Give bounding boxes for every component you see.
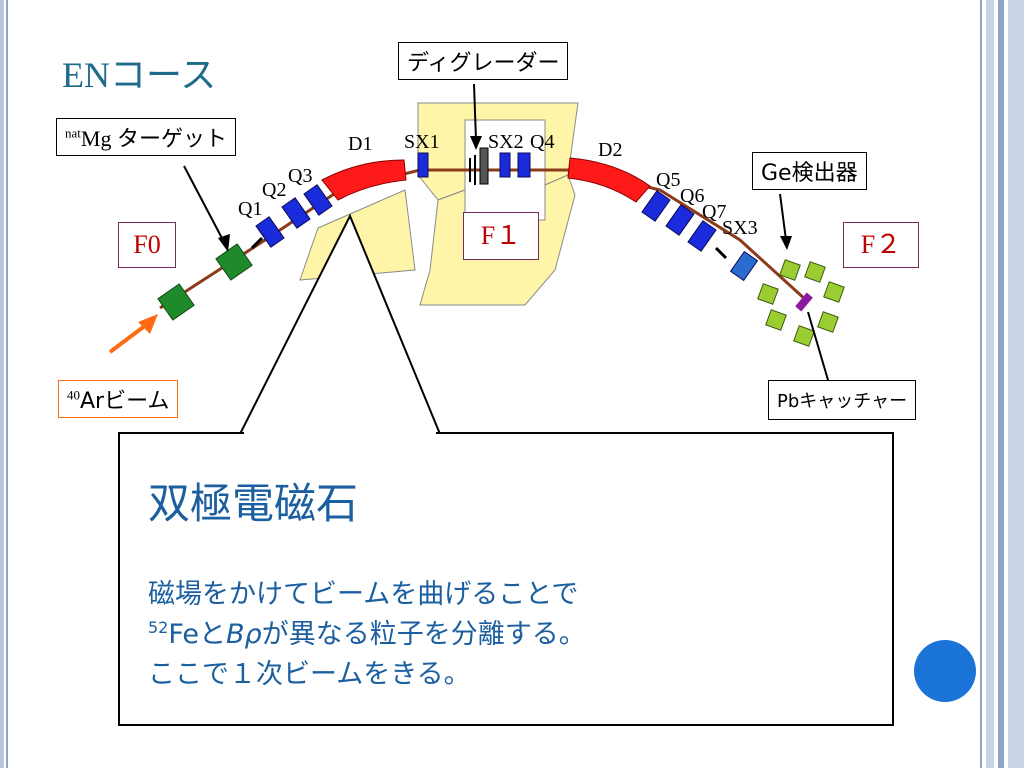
sx2-magnet: [499, 152, 511, 178]
degrader-element: [479, 147, 489, 185]
focal-plane-f0: F0: [118, 222, 176, 268]
q5-label: Q5: [656, 169, 680, 191]
q6-magnet: [665, 204, 695, 236]
catcher-pointer: [807, 311, 829, 381]
q7-magnet: [687, 220, 717, 252]
callout-title: 双極電磁石: [148, 479, 359, 528]
q6-label: Q6: [680, 185, 704, 207]
sx3-label: SX3: [722, 217, 758, 239]
callout-line-2-part-c: が異なる粒子を分離する。: [261, 619, 586, 650]
focal-plane-f2: F２: [843, 222, 919, 268]
degrader-pointer: [473, 83, 477, 141]
d1-label: D1: [348, 133, 372, 155]
ge-pointer: [779, 193, 787, 241]
callout-line-2-part-a: Feと: [168, 619, 227, 650]
q7-label: Q7: [702, 201, 726, 223]
d1-dipole: [321, 159, 407, 201]
q1-magnet: [255, 216, 285, 248]
sx1-magnet: [417, 152, 429, 178]
q2-label: Q2: [262, 179, 286, 201]
q2-magnet: [281, 197, 311, 229]
d2-label: D2: [598, 139, 622, 161]
target-label: natMg ターゲット: [56, 118, 236, 156]
q5-magnet: [641, 190, 671, 222]
target-upstream-block: [157, 283, 195, 321]
target-block: [215, 243, 253, 281]
d2-dipole: [567, 157, 651, 203]
callout-line-3: ここで１次ビームをきる。: [148, 659, 471, 690]
callout-line-2-brho: Bρ: [226, 619, 262, 650]
target-pointer: [183, 165, 225, 243]
pb-catcher: [795, 292, 813, 312]
q4-magnet: [517, 152, 531, 178]
callout-pointer-joint: [244, 430, 436, 436]
q3-label: Q3: [288, 165, 312, 187]
beam-arrow-head: [138, 314, 158, 334]
accent-circle: [914, 640, 976, 702]
q4-label: Q4: [530, 131, 554, 153]
right-border-decoration: [980, 0, 1024, 768]
ge-detector-array: [757, 259, 845, 347]
callout-line-2-superscript: 52: [148, 618, 169, 637]
sx2-label: SX2: [488, 131, 524, 153]
sx3-magnet: [729, 250, 759, 282]
ge-detector-label: Ge検出器: [752, 152, 867, 190]
q3-magnet: [303, 184, 333, 216]
beam-label: 40Arビーム: [58, 380, 179, 418]
callout-line-2: 52FeとBρが異なる粒子を分離する。: [148, 612, 586, 651]
target-label-superscript: nat: [65, 125, 81, 141]
q1-label: Q1: [238, 198, 262, 220]
pb-catcher-label: Pbキャッチャー: [768, 380, 917, 420]
callout-line-1: 磁場をかけてビームを曲げることで: [148, 579, 579, 610]
target-label-text: Mg ターゲット: [80, 126, 227, 151]
slide-title: ENコース: [62, 55, 217, 95]
sx1-label: SX1: [404, 131, 440, 153]
left-border-decoration: [0, 0, 8, 768]
f1-chamber-upper: [417, 102, 579, 201]
dipole-callout-box: [118, 432, 894, 726]
beam-label-superscript: 40: [67, 387, 80, 403]
beam-label-text: Arビーム: [80, 389, 170, 414]
focal-plane-f1: F１: [463, 212, 539, 260]
degrader-label: ディグレーダー: [398, 42, 569, 80]
